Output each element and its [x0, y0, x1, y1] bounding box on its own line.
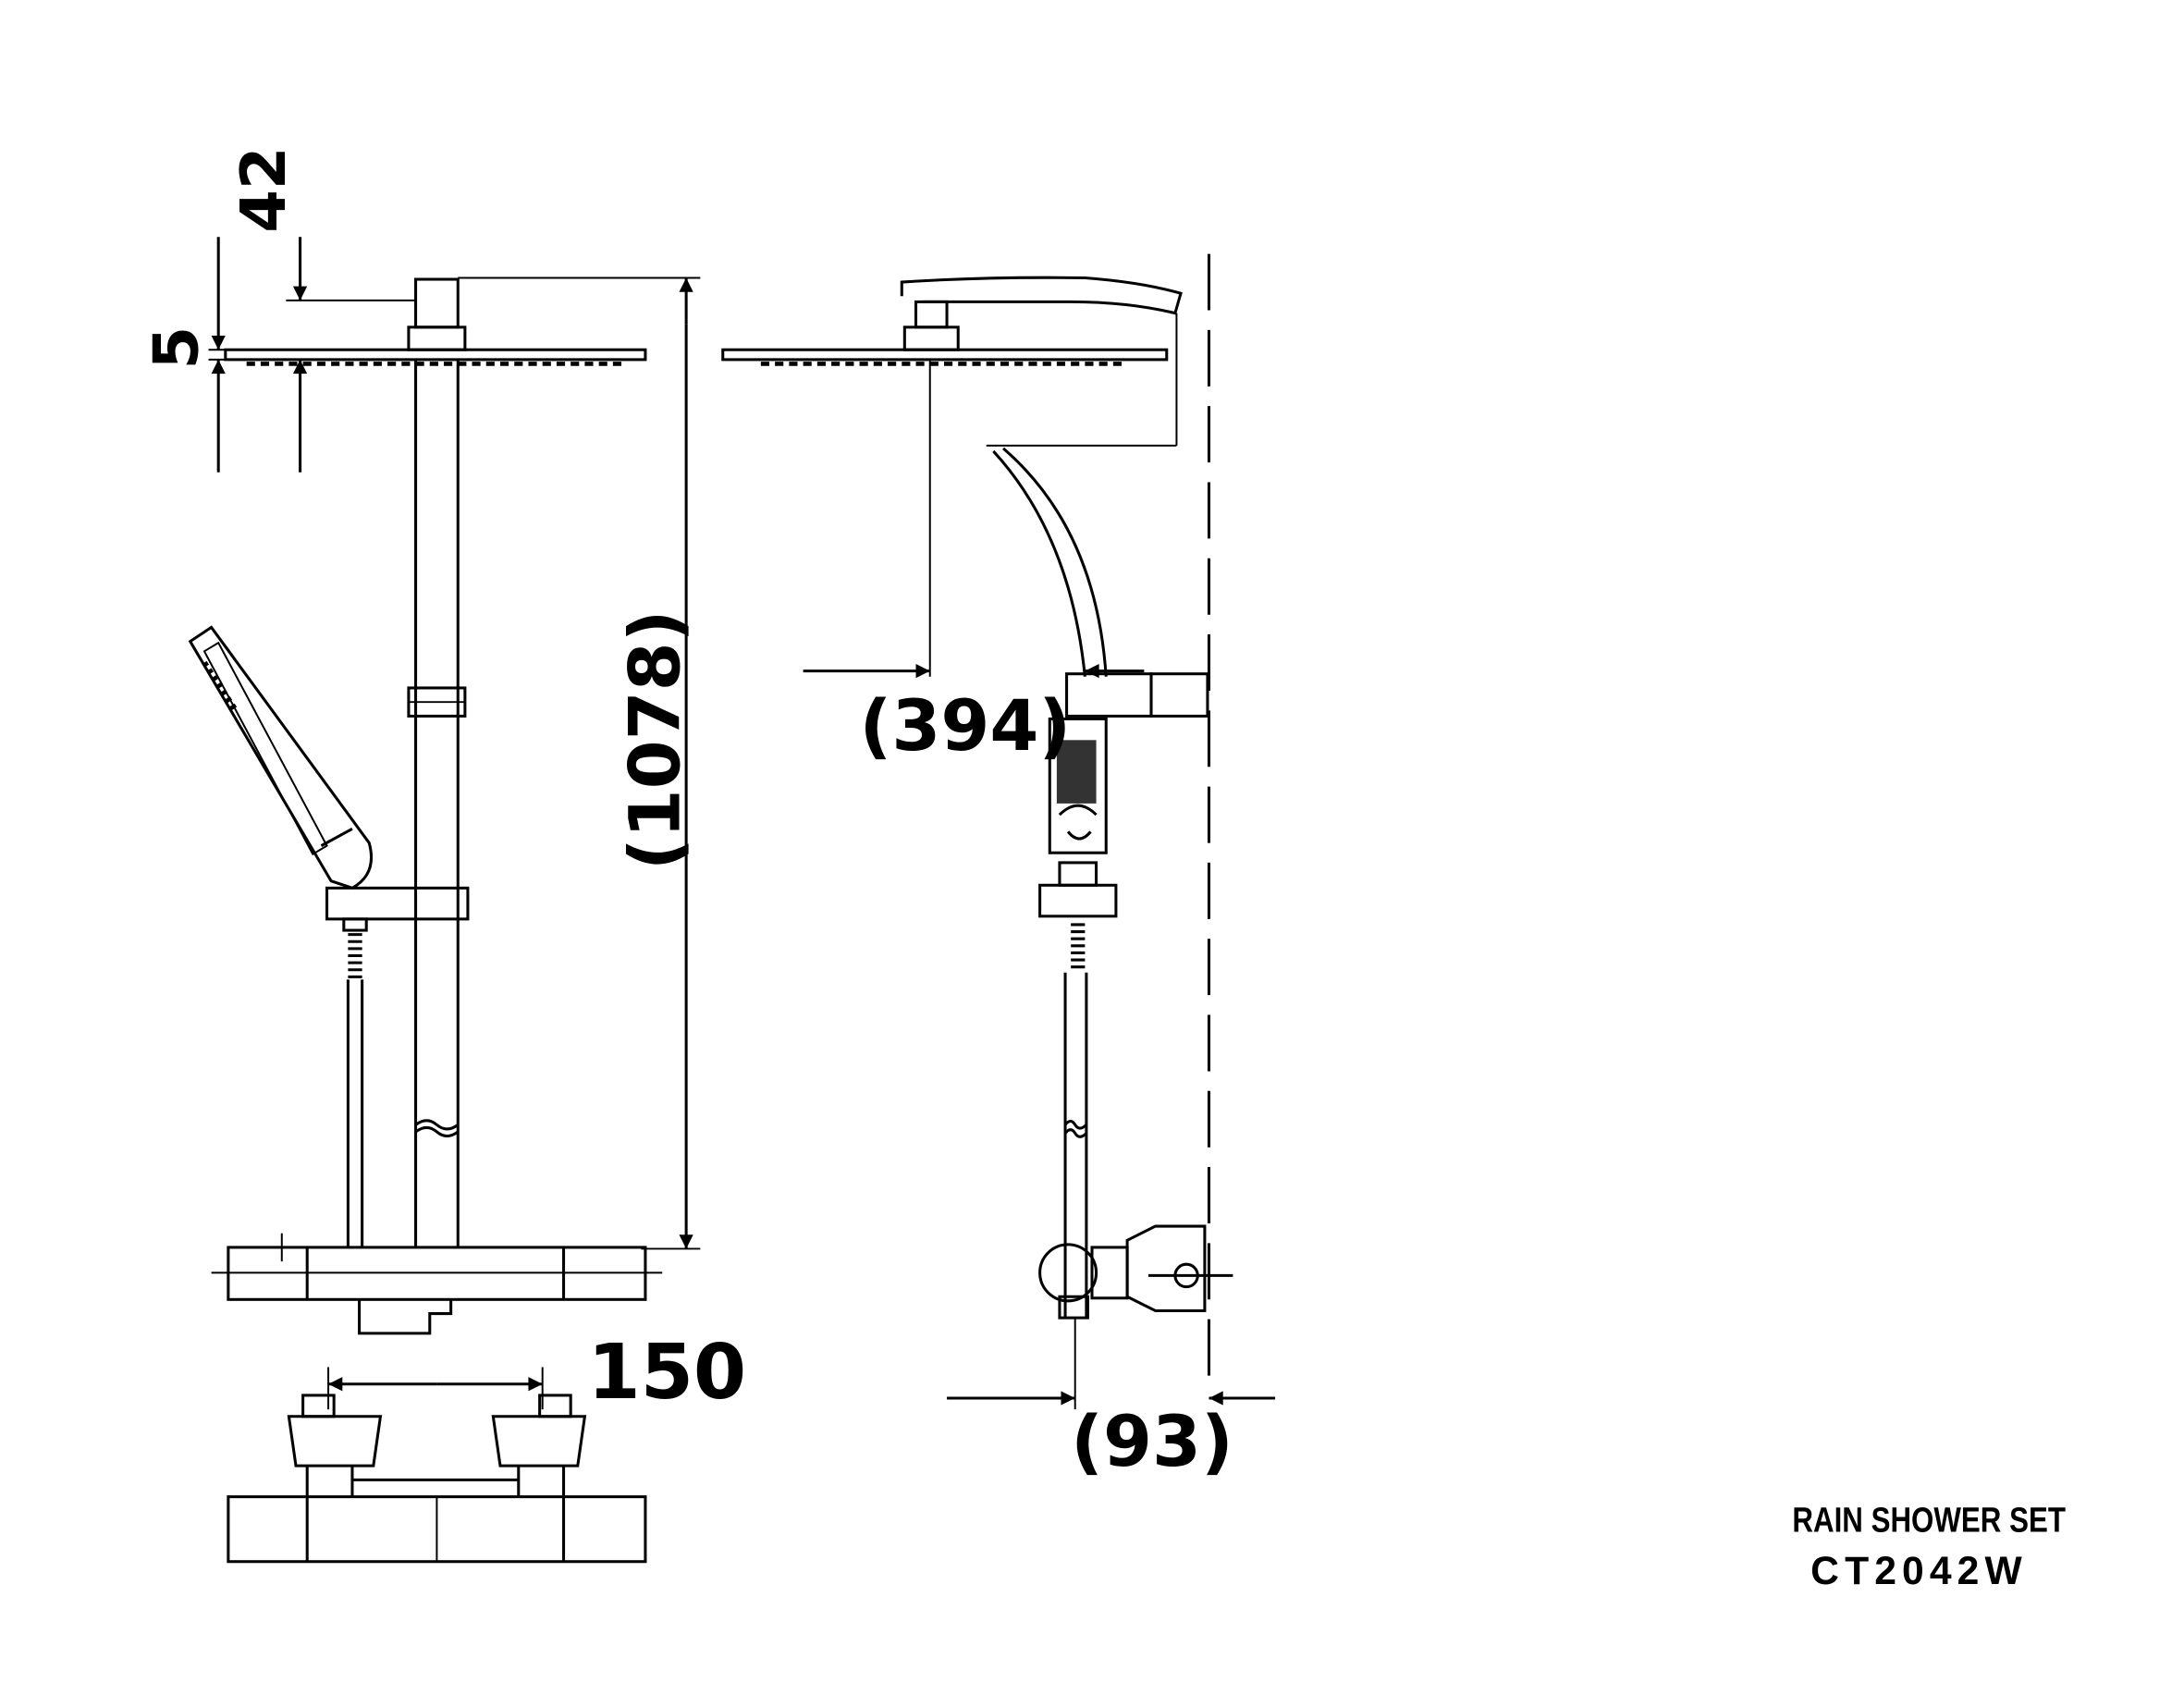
rain-shower-head-side	[721, 348, 1169, 362]
dim-label-5: 5	[140, 326, 212, 370]
dim-label-93: (93)	[1071, 1400, 1233, 1482]
dimension-total-height: (1078)	[614, 277, 701, 1250]
shower-arm	[900, 276, 1183, 315]
product-name: RAIN SHOWER SET	[1792, 1502, 2066, 1541]
riser-pipe-side	[1063, 972, 1088, 1319]
dimension-wall-offset: (93)	[947, 1318, 1276, 1482]
dimension-head-thickness: 5	[140, 237, 416, 473]
riser-curve	[992, 447, 1108, 677]
valve-body-front	[211, 1233, 663, 1335]
hand-shower-side	[1048, 717, 1108, 854]
valve-body-top-view	[227, 1394, 647, 1564]
hose	[342, 917, 368, 1247]
wall-bracket-upper	[1065, 672, 1153, 718]
hand-shower-holder	[325, 886, 470, 921]
diverter	[1038, 883, 1118, 918]
dim-label-150: 150	[587, 1329, 746, 1417]
dimension-arm-height: 42	[227, 146, 416, 473]
hand-shower	[188, 625, 374, 890]
model-number: CT2042W	[1810, 1549, 2028, 1593]
dim-label-394: (394)	[860, 684, 1072, 767]
front-view: 5 42 (1078)	[140, 146, 746, 1564]
dimension-inlet-spacing: 150	[327, 1329, 746, 1417]
side-view: (394) (93)	[721, 253, 1276, 1482]
arm-connector	[414, 277, 460, 329]
rain-shower-head	[224, 348, 647, 362]
title-block: RAIN SHOWER SET CT2042W	[1792, 1502, 2066, 1593]
dim-label-1078: (1078)	[614, 609, 696, 870]
dimension-arm-reach: (394)	[803, 664, 1145, 767]
wall-mount-lower	[1038, 1224, 1233, 1320]
riser-pipe	[407, 359, 467, 1247]
dim-label-42: 42	[227, 146, 300, 232]
